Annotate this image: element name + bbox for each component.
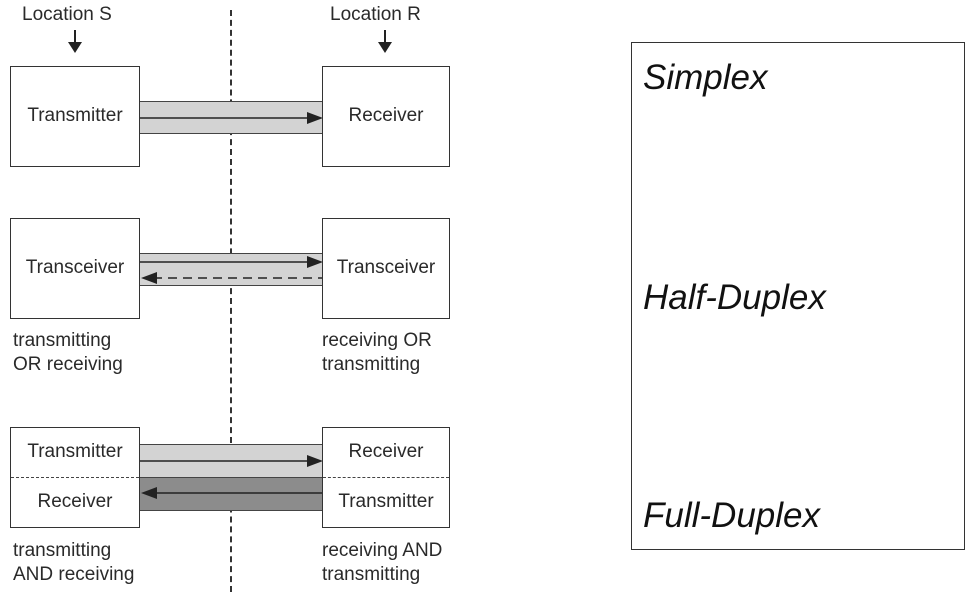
full-duplex-left-note-line1: transmitting: [13, 540, 112, 561]
half-duplex-mode-label: Half-Duplex: [643, 278, 826, 317]
full-duplex-mode-label: Full-Duplex: [643, 496, 820, 535]
half-duplex-left-note-line2: OR receiving: [13, 354, 123, 375]
half-duplex-arrows-icon: [139, 256, 323, 284]
half-duplex-channel: [139, 253, 323, 286]
simplex-transmitter-box: [10, 66, 140, 167]
full-duplex-arrows-icon: [139, 455, 323, 499]
location-r-label: Location R: [330, 4, 421, 25]
half-duplex-left-transceiver-box: [10, 218, 140, 319]
full-duplex-left-receiver-label: Receiver: [37, 491, 113, 512]
half-duplex-left-transceiver-label: Transceiver: [25, 257, 125, 278]
location-divider: [230, 10, 232, 592]
simplex-mode-label: Simplex: [643, 58, 768, 97]
full-duplex-left-note-line2: AND receiving: [13, 564, 135, 585]
simplex-transmitter-label: Transmitter: [27, 105, 123, 126]
full-duplex-right-receiver-label: Receiver: [348, 441, 424, 462]
full-duplex-right-split: [323, 477, 449, 478]
half-duplex-right-note-line2: transmitting: [322, 354, 421, 375]
mode-labels-panel: [631, 42, 965, 550]
half-duplex-right-transceiver-label: Transceiver: [336, 257, 436, 278]
half-duplex-left-note-line1: transmitting: [13, 330, 112, 351]
half-duplex-right-note-line1: receiving OR: [322, 330, 432, 351]
full-duplex-left-split: [11, 477, 139, 478]
full-duplex-right-note-line1: receiving AND: [322, 540, 443, 561]
half-duplex-right-transceiver-box: [322, 218, 450, 319]
simplex-receiver-box: [322, 66, 450, 167]
location-s-label: Location S: [22, 4, 112, 25]
simplex-receiver-label: Receiver: [348, 105, 424, 126]
full-duplex-right-transmitter-label: Transmitter: [338, 491, 434, 512]
simplex-arrow-icon: [139, 112, 323, 124]
full-duplex-left-transmitter-label: Transmitter: [27, 441, 123, 462]
full-duplex-right-note-line2: transmitting: [322, 564, 421, 585]
